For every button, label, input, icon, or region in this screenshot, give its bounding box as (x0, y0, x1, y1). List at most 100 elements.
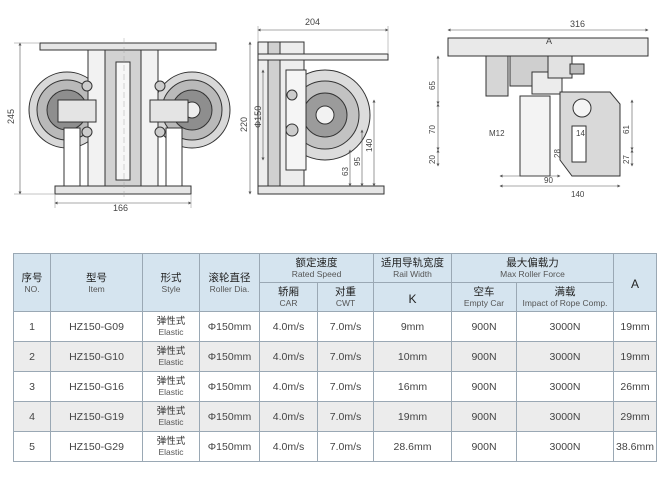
header-force-zh: 最大偏载力 (506, 257, 559, 269)
header-force-empty: 空车 Empty Car (451, 282, 517, 312)
cell-empty: 900N (451, 401, 517, 432)
rail-view-drawing (436, 28, 649, 188)
header-no: 序号 NO. (13, 253, 51, 312)
header-speed-car: 轿厢 CAR (259, 282, 318, 312)
cell-empty: 900N (451, 371, 517, 402)
cell-car: 4.0m/s (259, 401, 318, 432)
cell-car: 4.0m/s (259, 311, 318, 342)
header-item-zh: 型号 (86, 271, 107, 284)
rail-dim-14: 14 (576, 129, 585, 138)
rail-dim-70: 70 (428, 125, 437, 134)
header-rail-zh: 适用导轨宽度 (381, 257, 444, 269)
cell-style-zh: 弹性式 (156, 406, 186, 417)
header-roller: 滚轮直径 Roller Dia. (199, 253, 260, 312)
header-roller-zh: 滚轮直径 (208, 271, 251, 284)
header-item: 型号 Item (50, 253, 143, 312)
cell-style-en: Elastic (158, 327, 184, 337)
rail-top-dim: 316 (570, 19, 585, 29)
rail-dim-27: 27 (622, 155, 631, 164)
side-view-drawing (248, 26, 389, 195)
cell-k: 28.6mm (373, 431, 452, 462)
rail-dim-140: 140 (571, 190, 585, 199)
cell-k: 16mm (373, 371, 452, 402)
cell-cwt: 7.0m/s (317, 431, 374, 462)
header-force: 最大偏载力 Max Roller Force (451, 253, 614, 283)
side-height-dim: 220 (239, 117, 249, 132)
rail-dim-28: 28 (553, 149, 562, 158)
rail-dim-61: 61 (622, 125, 631, 134)
header-style: 形式 Style (142, 253, 200, 312)
cell-empty: 900N (451, 431, 517, 462)
cell-car: 4.0m/s (259, 371, 318, 402)
header-roller-en: Roller Dia. (209, 283, 250, 294)
side-total-dim: 204 (305, 17, 320, 27)
cell-style-zh: 弹性式 (156, 376, 186, 387)
rail-label-a: A (546, 36, 552, 46)
cell-car: 4.0m/s (259, 341, 318, 372)
header-force-full-en: Impact of Rope Comp. (522, 298, 608, 308)
cell-cwt: 7.0m/s (317, 401, 374, 432)
cell-cwt: 7.0m/s (317, 311, 374, 342)
cell-item: HZ150-G19 (50, 401, 143, 432)
cell-style-en: Elastic (158, 447, 184, 457)
side-wheel-dim: Φ150 (253, 106, 263, 128)
front-width-dim: 166 (113, 203, 128, 213)
cell-k: 19mm (373, 401, 452, 432)
cell-no: 5 (13, 431, 51, 462)
cell-roller: Φ150mm (199, 431, 260, 462)
cell-style-zh: 弹性式 (156, 316, 186, 327)
cell-item: HZ150-G29 (50, 431, 143, 462)
header-speed: 额定速度 Rated Speed (259, 253, 374, 283)
cell-item: HZ150-G10 (50, 341, 143, 372)
cell-no: 2 (13, 341, 51, 372)
header-a-label: A (630, 277, 639, 291)
cell-roller: Φ150mm (199, 341, 260, 372)
cell-full: 3000N (516, 401, 614, 432)
cell-k: 10mm (373, 341, 452, 372)
side-dim-63: 63 (341, 167, 350, 176)
rail-dim-m12: M12 (489, 129, 505, 138)
header-rail-k: K (373, 282, 452, 312)
header-rail-en: Rail Width (393, 269, 432, 279)
header-speed-en: Rated Speed (291, 269, 342, 279)
header-no-en: NO. (24, 283, 40, 294)
cell-full: 3000N (516, 431, 614, 462)
header-style-zh: 形式 (160, 271, 182, 284)
cell-empty: 900N (451, 341, 517, 372)
cell-style-en: Elastic (158, 417, 184, 427)
cell-no: 4 (13, 401, 51, 432)
cell-style-en: Elastic (158, 357, 184, 367)
header-style-en: Style (161, 283, 181, 294)
cell-item: HZ150-G09 (50, 311, 143, 342)
side-dim-95: 95 (353, 157, 362, 166)
cell-roller: Φ150mm (199, 311, 260, 342)
cell-a: 29mm (613, 401, 657, 432)
technical-drawings: 245 166 204 220 Φ150 63 95 140 (6, 17, 649, 213)
cell-item: HZ150-G16 (50, 371, 143, 402)
front-height-dim: 245 (6, 109, 16, 124)
header-force-full: 满载 Impact of Rope Comp. (516, 282, 614, 312)
cell-style-en: Elastic (158, 387, 184, 397)
header-force-en: Max Roller Force (500, 269, 565, 279)
cell-style-zh: 弹性式 (156, 436, 186, 447)
header-force-empty-en: Empty Car (463, 298, 505, 308)
cell-style-zh: 弹性式 (156, 346, 186, 357)
side-dim-140: 140 (365, 138, 374, 152)
header-speed-cwt-zh: 对重 (335, 286, 356, 298)
cell-cwt: 7.0m/s (317, 341, 374, 372)
header-force-empty-zh: 空车 (473, 286, 495, 298)
cell-a: 26mm (613, 371, 657, 402)
rail-dim-90: 90 (544, 176, 553, 185)
header-a: A (613, 253, 657, 312)
cell-a: 19mm (613, 311, 657, 342)
cell-no: 1 (13, 311, 51, 342)
